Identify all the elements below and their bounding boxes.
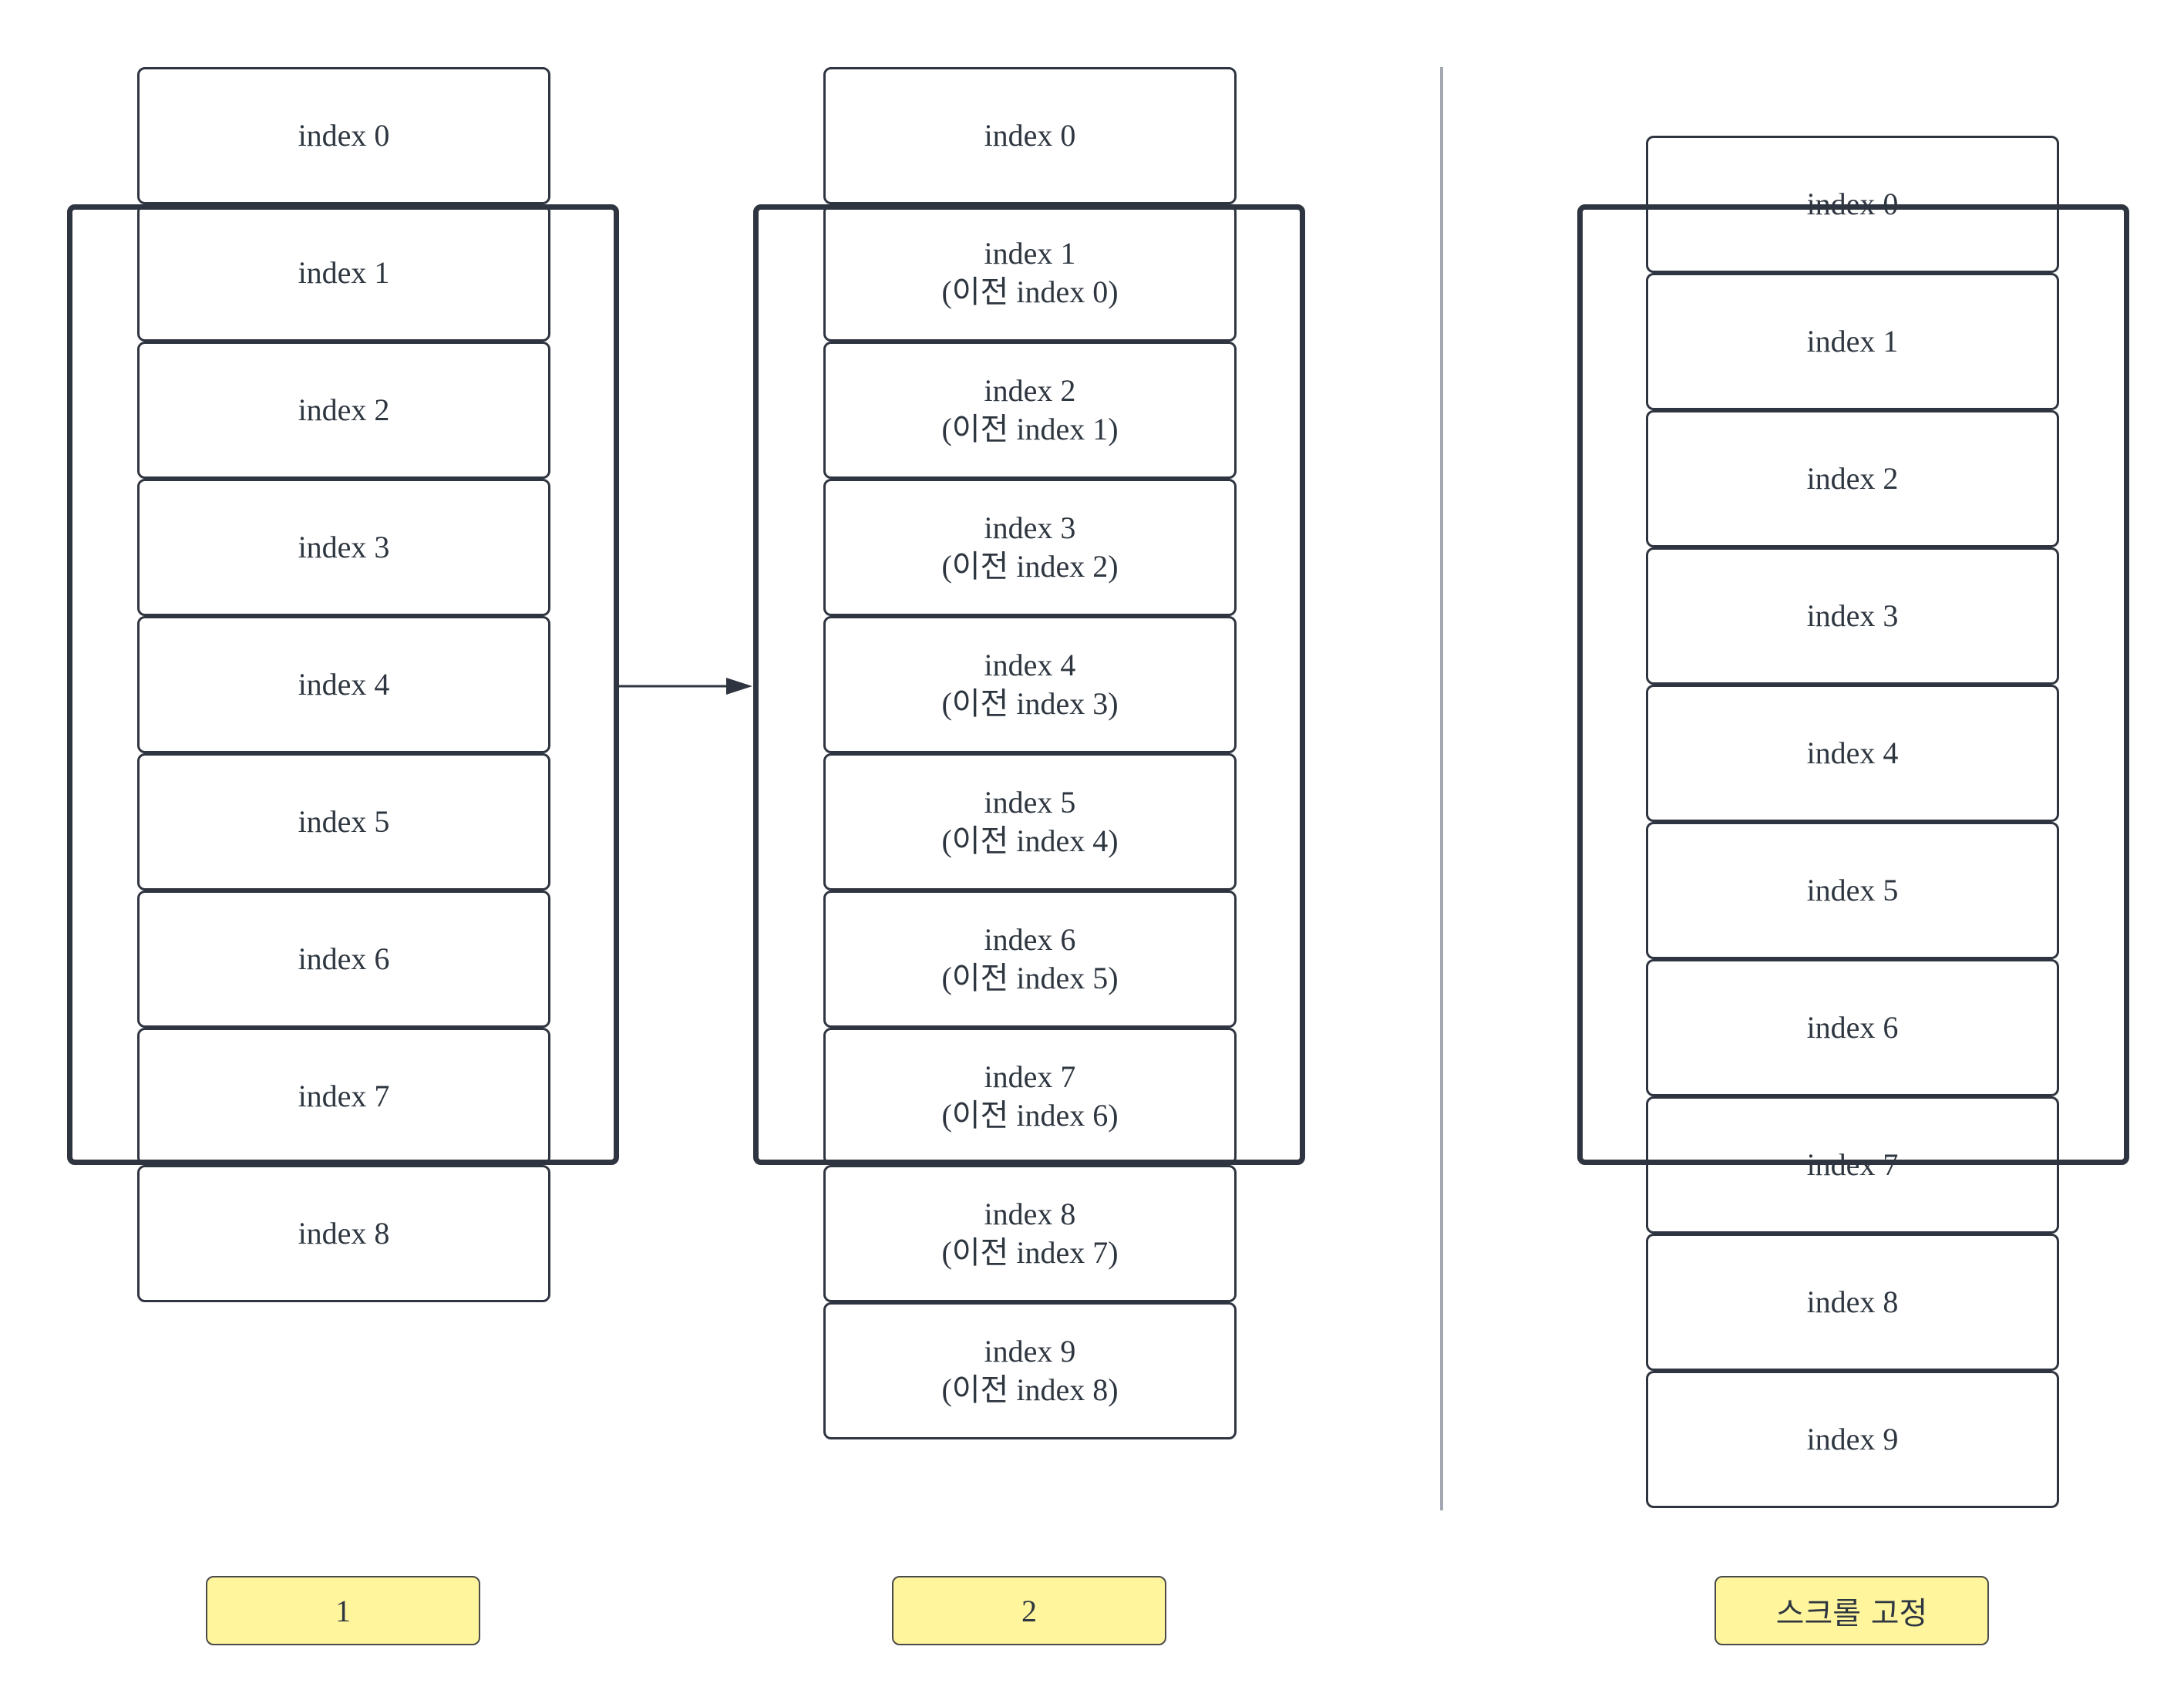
list-item: index 7 (이전 index 6) bbox=[823, 1028, 1237, 1165]
list-item: index 6 (이전 index 5) bbox=[823, 891, 1237, 1028]
list-item: index 4 (이전 index 3) bbox=[823, 616, 1237, 753]
item-label: index 5 bbox=[298, 804, 390, 839]
list-item: index 8 bbox=[1646, 1234, 2059, 1371]
viewport-frame bbox=[67, 204, 619, 1165]
list-item: index 2 bbox=[1646, 410, 2059, 547]
list-item: index 1 bbox=[1646, 273, 2059, 410]
item-label: index 6 bbox=[984, 922, 1076, 957]
item-label: index 3 bbox=[298, 530, 390, 564]
list-item: index 4 bbox=[1646, 685, 2059, 822]
list-item: index 2 bbox=[137, 342, 550, 479]
item-label: index 5 bbox=[1806, 873, 1899, 907]
item-label: index 0 bbox=[984, 118, 1076, 153]
item-label: index 8 bbox=[298, 1216, 390, 1251]
list-item: index 5(이전 index 4) bbox=[823, 753, 1237, 891]
previous-index-label: (이전 index 1) bbox=[941, 412, 1119, 446]
list-item: index 3 bbox=[1646, 547, 2059, 685]
list-item: index 1(이전 index 0) bbox=[823, 204, 1237, 342]
list-item: index 5 bbox=[137, 753, 550, 891]
list-item: index 3 (이전 index 2) bbox=[823, 479, 1237, 616]
item-label: index 8 bbox=[1806, 1284, 1899, 1319]
item-label: index 9 bbox=[984, 1334, 1076, 1369]
item-label: index 7 bbox=[984, 1059, 1076, 1094]
item-label: index 2 bbox=[984, 373, 1076, 408]
item-label: index 3 bbox=[984, 510, 1076, 545]
item-label: index 4 bbox=[298, 667, 390, 702]
item-label: index 3 bbox=[1806, 598, 1899, 633]
list-item: index 0 bbox=[137, 67, 550, 204]
item-label: index 2 bbox=[298, 392, 390, 427]
list-item: index 9(이전 index 8) bbox=[823, 1302, 1237, 1439]
previous-index-label: (이전 index 8) bbox=[941, 1372, 1119, 1407]
item-label: index 8 bbox=[984, 1197, 1076, 1231]
divider bbox=[1440, 67, 1443, 1510]
previous-index-label: (이전 index 5) bbox=[941, 961, 1119, 995]
item-label: index 7 bbox=[298, 1079, 390, 1113]
list-item: index 6 bbox=[137, 891, 550, 1028]
caption-label-2: 2 bbox=[892, 1576, 1166, 1645]
viewport-frame bbox=[1577, 204, 2129, 1165]
list-item: index 5 bbox=[1646, 822, 2059, 959]
previous-index-label: (이전 index 4) bbox=[941, 823, 1119, 858]
caption-label-1: 1 bbox=[206, 1576, 480, 1645]
item-label: index 0 bbox=[298, 118, 390, 153]
previous-index-label: (이전 index 6) bbox=[941, 1098, 1119, 1133]
item-label: index 4 bbox=[984, 648, 1076, 682]
item-label: index 6 bbox=[1806, 1010, 1899, 1045]
item-label: index 4 bbox=[1806, 736, 1899, 770]
item-label: index 1 bbox=[298, 255, 390, 290]
list-item: index 9 bbox=[1646, 1371, 2059, 1508]
caption-label-scroll-lock: 스크롤 고정 bbox=[1715, 1576, 1989, 1645]
previous-index-label: (이전 index 2) bbox=[941, 549, 1119, 584]
item-label: index 5 bbox=[984, 785, 1076, 820]
arrow-right-icon bbox=[617, 678, 752, 695]
item-label: index 6 bbox=[298, 941, 390, 976]
list-item: index 6 bbox=[1646, 959, 2059, 1096]
list-item: index 8 (이전 index 7) bbox=[823, 1165, 1237, 1302]
previous-index-label: (이전 index 3) bbox=[941, 686, 1119, 721]
list-item: index 2 (이전 index 1) bbox=[823, 342, 1237, 479]
item-label: index 9 bbox=[1806, 1422, 1899, 1456]
list-item: index 0 bbox=[823, 67, 1237, 204]
item-label: index 0 bbox=[1806, 187, 1899, 221]
list-item: index 4 bbox=[137, 616, 550, 753]
item-label: index 1 bbox=[1806, 324, 1899, 359]
previous-index-label: (이전 index 7) bbox=[941, 1235, 1119, 1270]
previous-index-label: (이전 index 0) bbox=[941, 274, 1119, 309]
viewport-frame bbox=[753, 204, 1305, 1165]
item-label: index 2 bbox=[1806, 461, 1899, 496]
list-item: index 8 bbox=[137, 1165, 550, 1302]
list-item: index 3 bbox=[137, 479, 550, 616]
item-label: index 1 bbox=[984, 236, 1076, 271]
